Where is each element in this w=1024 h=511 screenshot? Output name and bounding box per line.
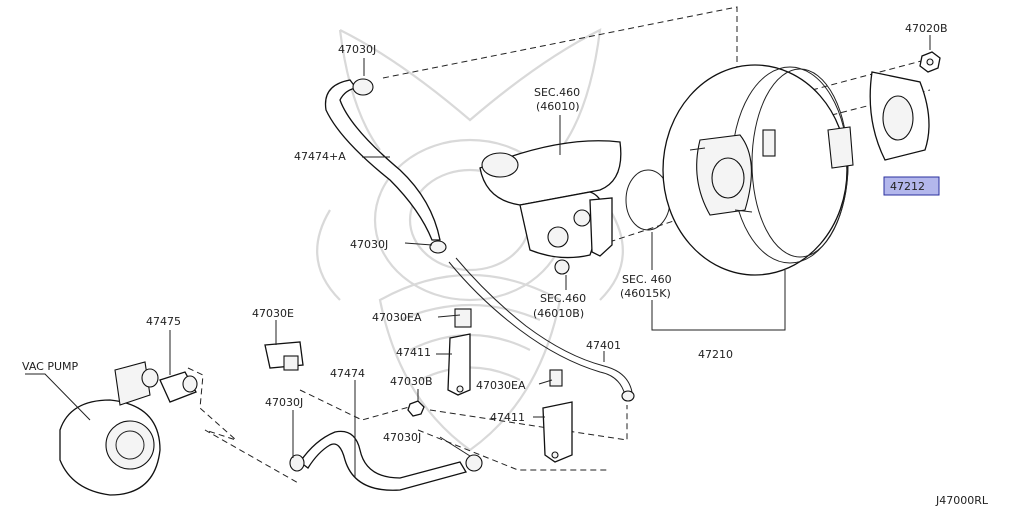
label-47030E[interactable]: 47030E xyxy=(252,307,294,320)
label-sec460-46010[interactable]: SEC.460 xyxy=(534,86,580,99)
bracket-47411-lower xyxy=(542,401,573,463)
label-47474A[interactable]: 47474+A xyxy=(294,150,346,163)
label-47020B[interactable]: 47020B xyxy=(905,22,948,35)
part-labels: 47030J 47474+A 47030J SEC.460 (46010) SE… xyxy=(22,22,989,507)
label-47030EA-right[interactable]: 47030EA xyxy=(476,379,526,392)
label-47030B[interactable]: 47030B xyxy=(390,375,433,388)
label-47411-lower[interactable]: 47411 xyxy=(490,411,525,424)
label-47411-upper[interactable]: 47411 xyxy=(396,346,431,359)
vacuum-tube xyxy=(448,257,635,402)
upper-vacuum-hose xyxy=(324,78,447,254)
nut-47020B xyxy=(919,51,941,73)
lower-vacuum-hose xyxy=(289,430,483,491)
label-47030J-left[interactable]: 47030J xyxy=(265,396,303,409)
gasket-47212 xyxy=(869,71,930,161)
label-47401[interactable]: 47401 xyxy=(586,339,621,352)
label-47475[interactable]: 47475 xyxy=(146,315,181,328)
label-sec460-46010B-sub[interactable]: (46010B) xyxy=(533,307,584,320)
label-47474[interactable]: 47474 xyxy=(330,367,365,380)
label-47030EA-left[interactable]: 47030EA xyxy=(372,311,422,324)
vacuum-pump xyxy=(59,361,161,496)
label-47212[interactable]: 47212 xyxy=(890,180,925,193)
label-sec460-46015K[interactable]: SEC. 460 xyxy=(622,273,672,286)
label-47210[interactable]: 47210 xyxy=(698,348,733,361)
master-cylinder xyxy=(479,140,622,275)
label-vac-pump: VAC PUMP xyxy=(22,360,79,373)
brake-booster xyxy=(662,64,854,276)
label-sec460-46010B[interactable]: SEC.460 xyxy=(540,292,586,305)
leader-lines xyxy=(25,35,931,478)
label-47030J-top[interactable]: 47030J xyxy=(338,43,376,56)
sensor-47030E xyxy=(264,341,304,371)
label-sec460-46015K-sub[interactable]: (46015K) xyxy=(620,287,671,300)
label-47030J-bottom[interactable]: 47030J xyxy=(383,431,421,444)
label-47030J-mid[interactable]: 47030J xyxy=(350,238,388,251)
diagram-code: J47000RL xyxy=(935,494,989,507)
highlight-box-47212 xyxy=(883,176,940,196)
label-sec460-46010-sub[interactable]: (46010) xyxy=(536,100,580,113)
bracket-47411-upper xyxy=(447,333,471,396)
check-valve-47475 xyxy=(159,371,198,403)
